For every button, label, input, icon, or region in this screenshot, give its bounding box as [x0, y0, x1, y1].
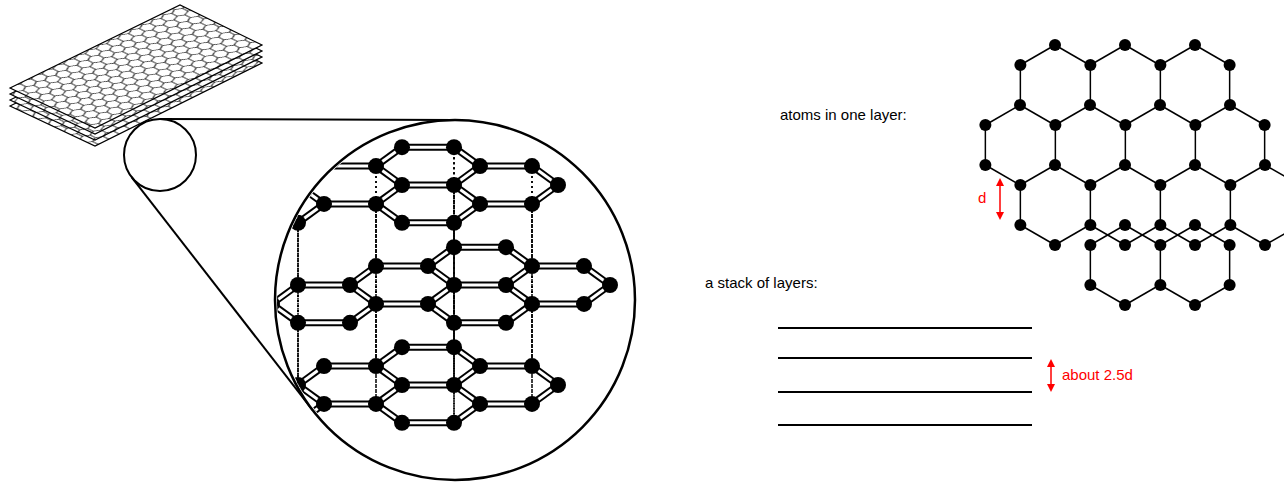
- layers-3d: [212, 139, 618, 431]
- layer-spacing: about 2.5d: [1062, 366, 1133, 384]
- honeycomb-layer: [979, 39, 1284, 311]
- magnifier-big: [275, 120, 635, 480]
- stack-caption: a stack of layers:: [705, 274, 818, 292]
- bond-length: d: [978, 189, 986, 207]
- layer-lines: [778, 328, 1032, 425]
- dimension-arrows: [996, 178, 1055, 392]
- layer-caption: atoms in one layer:: [780, 106, 907, 124]
- layer-stack-sketch: [10, 5, 262, 146]
- magnifier-small: [124, 119, 196, 191]
